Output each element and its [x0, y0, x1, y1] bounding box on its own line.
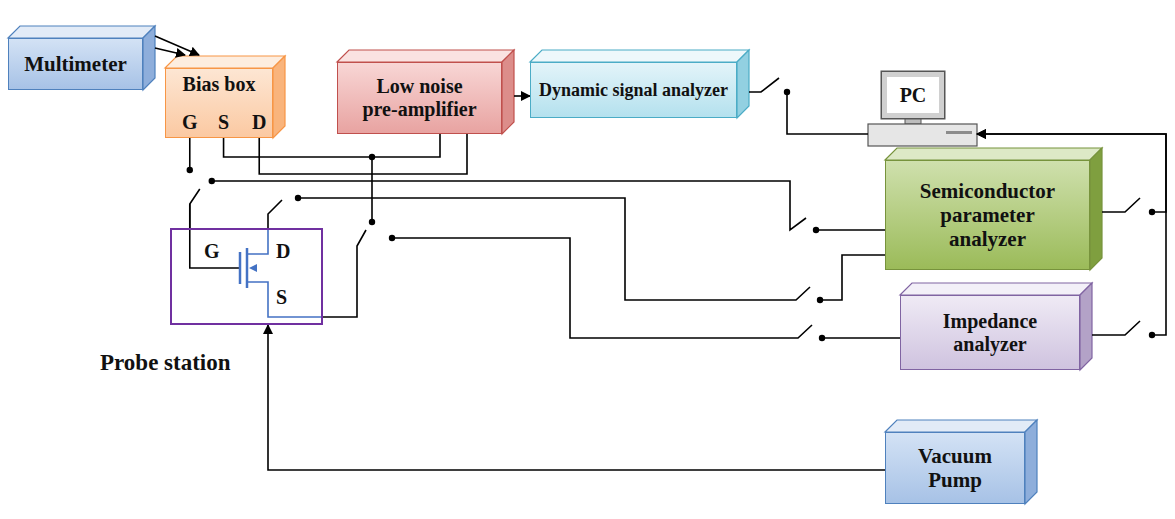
wire-connector [323, 230, 900, 338]
box-face [273, 56, 285, 138]
switch-contact [813, 227, 819, 233]
node-title: Low noise pre-amplifier [360, 75, 480, 121]
node-title: PC [900, 84, 927, 107]
box-face [1090, 148, 1102, 270]
box-face [165, 56, 285, 68]
box-face [1025, 420, 1037, 504]
wire-connector [190, 181, 885, 230]
switch-wire [371, 157, 373, 222]
wire-connector [268, 198, 885, 300]
instrument-box: Low noise pre-amplifier [337, 62, 502, 134]
switch-contact [784, 89, 790, 95]
wire-connector [155, 36, 199, 55]
drive-slot [946, 131, 972, 134]
switch-contact [1149, 209, 1155, 215]
connector-layer [155, 36, 1166, 470]
node-title: Bias box [166, 73, 272, 96]
switch-contact [295, 195, 301, 201]
instrument-box: Semiconductor parameter analyzer [885, 160, 1090, 270]
instrument-box: Vacuum Pump [885, 432, 1025, 504]
wire-connector [514, 95, 530, 97]
decoration-layer [8, 26, 1102, 504]
node-title: Probe station [100, 350, 231, 376]
pin-label: S [218, 111, 229, 134]
computer-case [868, 124, 977, 146]
instrument-box: Multimeter [8, 38, 143, 90]
switch-contact [209, 178, 215, 184]
box-face [885, 420, 1037, 432]
pin-label: D [252, 111, 266, 134]
instrument-box: Dynamic signal analyzer [530, 62, 737, 118]
switch-contact [389, 235, 395, 241]
pin-label: G [204, 240, 220, 263]
switch-contact [817, 297, 823, 303]
box-face [900, 283, 1092, 295]
transistor-symbol [190, 228, 323, 317]
box-face [530, 50, 749, 62]
box-face [502, 50, 514, 134]
node-title: Multimeter [24, 52, 127, 76]
pin-label: G [182, 111, 198, 134]
instrument-box: Bias boxGSD [165, 68, 273, 138]
instrument-box: Impedance analyzer [900, 295, 1080, 370]
wire-connector [259, 134, 467, 174]
wire-connector [155, 48, 185, 55]
node-title: Impedance analyzer [925, 310, 1055, 356]
box-face [337, 50, 514, 62]
monitor-screen: PC [882, 72, 944, 118]
monitor-stand [905, 118, 921, 124]
box-face [737, 50, 749, 118]
wire-connector [749, 78, 868, 134]
switch-contact [187, 167, 193, 173]
node-title: Dynamic signal analyzer [539, 80, 728, 101]
box-face [143, 26, 155, 90]
switch-contact [369, 154, 375, 160]
pin-label: S [276, 286, 287, 309]
box-face [8, 26, 155, 38]
switch-contact [1149, 332, 1155, 338]
switch-contact [369, 219, 375, 225]
node-title: Semiconductor parameter analyzer [910, 179, 1065, 251]
wire-connector [268, 325, 885, 470]
box-face [885, 148, 1102, 160]
node-title: Vacuum Pump [905, 444, 1005, 492]
box-face [1080, 283, 1092, 370]
probe-station-frame: Probe stationGDS [170, 228, 323, 325]
wire-connector [190, 138, 200, 228]
pin-label: D [276, 240, 290, 263]
switch-contact [819, 335, 825, 341]
